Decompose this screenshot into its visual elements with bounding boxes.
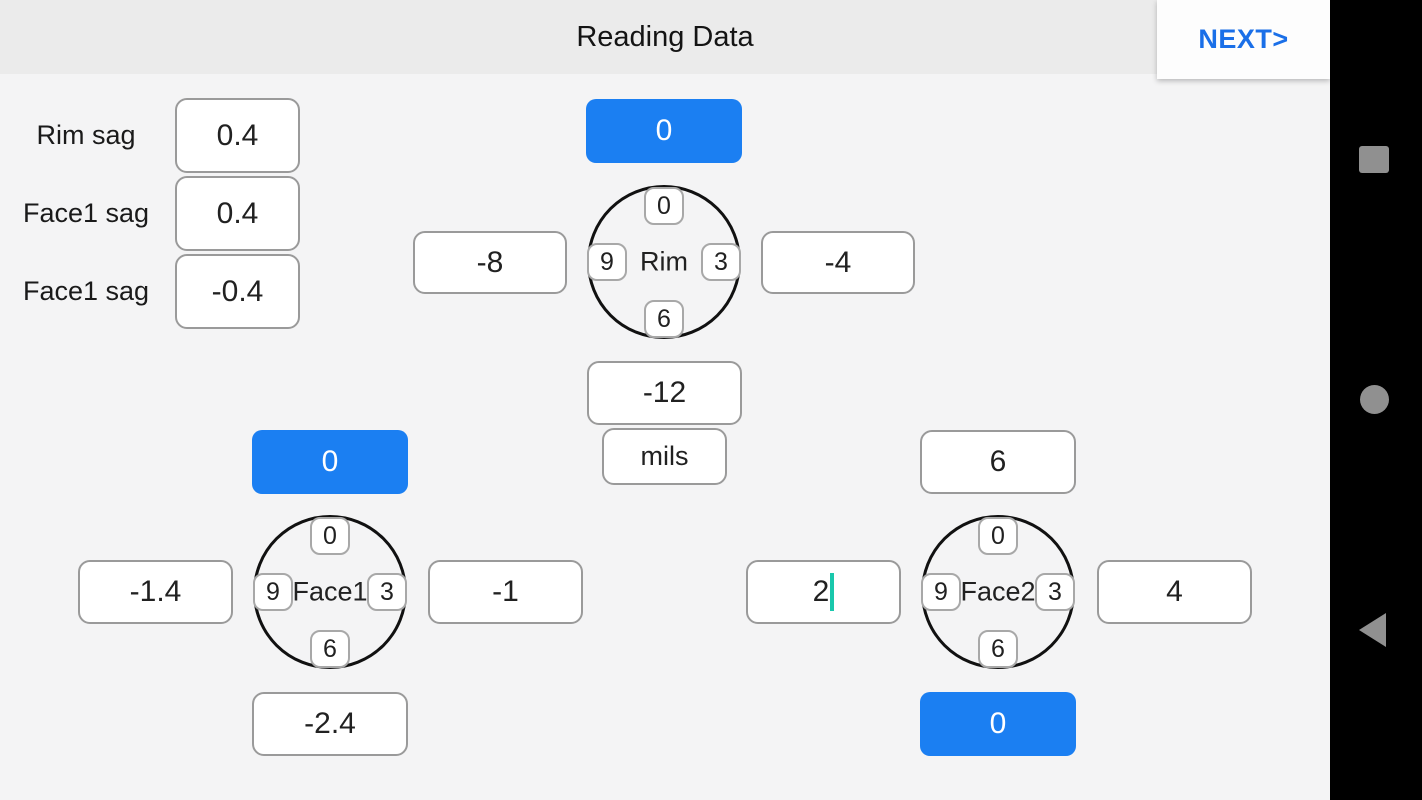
face2-clock-9-chip: 9 [921, 573, 961, 611]
face1-dial-label: Face1 [292, 576, 368, 607]
face2-clock-6-chip: 6 [978, 630, 1018, 668]
face2-sag-label: Face1 sag [22, 276, 150, 306]
face1-clock-6-chip: 6 [310, 630, 350, 668]
back-triangle-icon[interactable] [1359, 613, 1386, 647]
rim-3oclock-input[interactable]: -4 [761, 231, 915, 294]
next-button-label: NEXT> [1198, 24, 1289, 54]
face1-zero-button[interactable]: 0 [252, 430, 408, 494]
face2-zero-button[interactable]: 0 [920, 692, 1076, 756]
android-nav-bar [1330, 0, 1422, 800]
rim-dial-label: Rim [640, 246, 688, 277]
rim-6oclock-input[interactable]: -12 [587, 361, 742, 425]
face1-sag-label: Face1 sag [22, 198, 150, 228]
mils-unit-button[interactable]: mils [602, 428, 727, 485]
rim-clock-3-chip: 3 [701, 243, 741, 281]
face1-sag-input[interactable]: 0.4 [175, 176, 300, 251]
face1-clock-12-chip: 0 [310, 517, 350, 555]
face2-clock-12-chip: 0 [978, 517, 1018, 555]
app-bar [0, 0, 1330, 74]
face1-clock-9-chip: 9 [253, 573, 293, 611]
next-button[interactable]: NEXT> [1157, 0, 1330, 79]
rim-sag-label: Rim sag [36, 120, 136, 150]
text-cursor [830, 573, 835, 611]
rim-clock-12-chip: 0 [644, 187, 684, 225]
face1-6oclock-input[interactable]: -2.4 [252, 692, 408, 756]
rim-clock-9-chip: 9 [587, 243, 627, 281]
face2-9oclock-input[interactable]: 2 [746, 560, 901, 624]
face2-12oclock-input[interactable]: 6 [920, 430, 1076, 494]
face1-3oclock-input[interactable]: -1 [428, 560, 583, 624]
rim-sag-input[interactable]: 0.4 [175, 98, 300, 173]
face2-9oclock-value: 2 [812, 575, 830, 608]
recents-square-icon[interactable] [1359, 146, 1389, 173]
rim-9oclock-input[interactable]: -8 [413, 231, 567, 294]
page-title: Reading Data [576, 20, 754, 53]
rim-clock-6-chip: 6 [644, 300, 684, 338]
rim-zero-button[interactable]: 0 [586, 99, 742, 163]
face2-dial-label: Face2 [960, 576, 1036, 607]
home-circle-icon[interactable] [1360, 385, 1389, 414]
face1-9oclock-input[interactable]: -1.4 [78, 560, 233, 624]
face2-sag-input[interactable]: -0.4 [175, 254, 300, 329]
face2-3oclock-input[interactable]: 4 [1097, 560, 1252, 624]
face2-clock-3-chip: 3 [1035, 573, 1075, 611]
face1-clock-3-chip: 3 [367, 573, 407, 611]
